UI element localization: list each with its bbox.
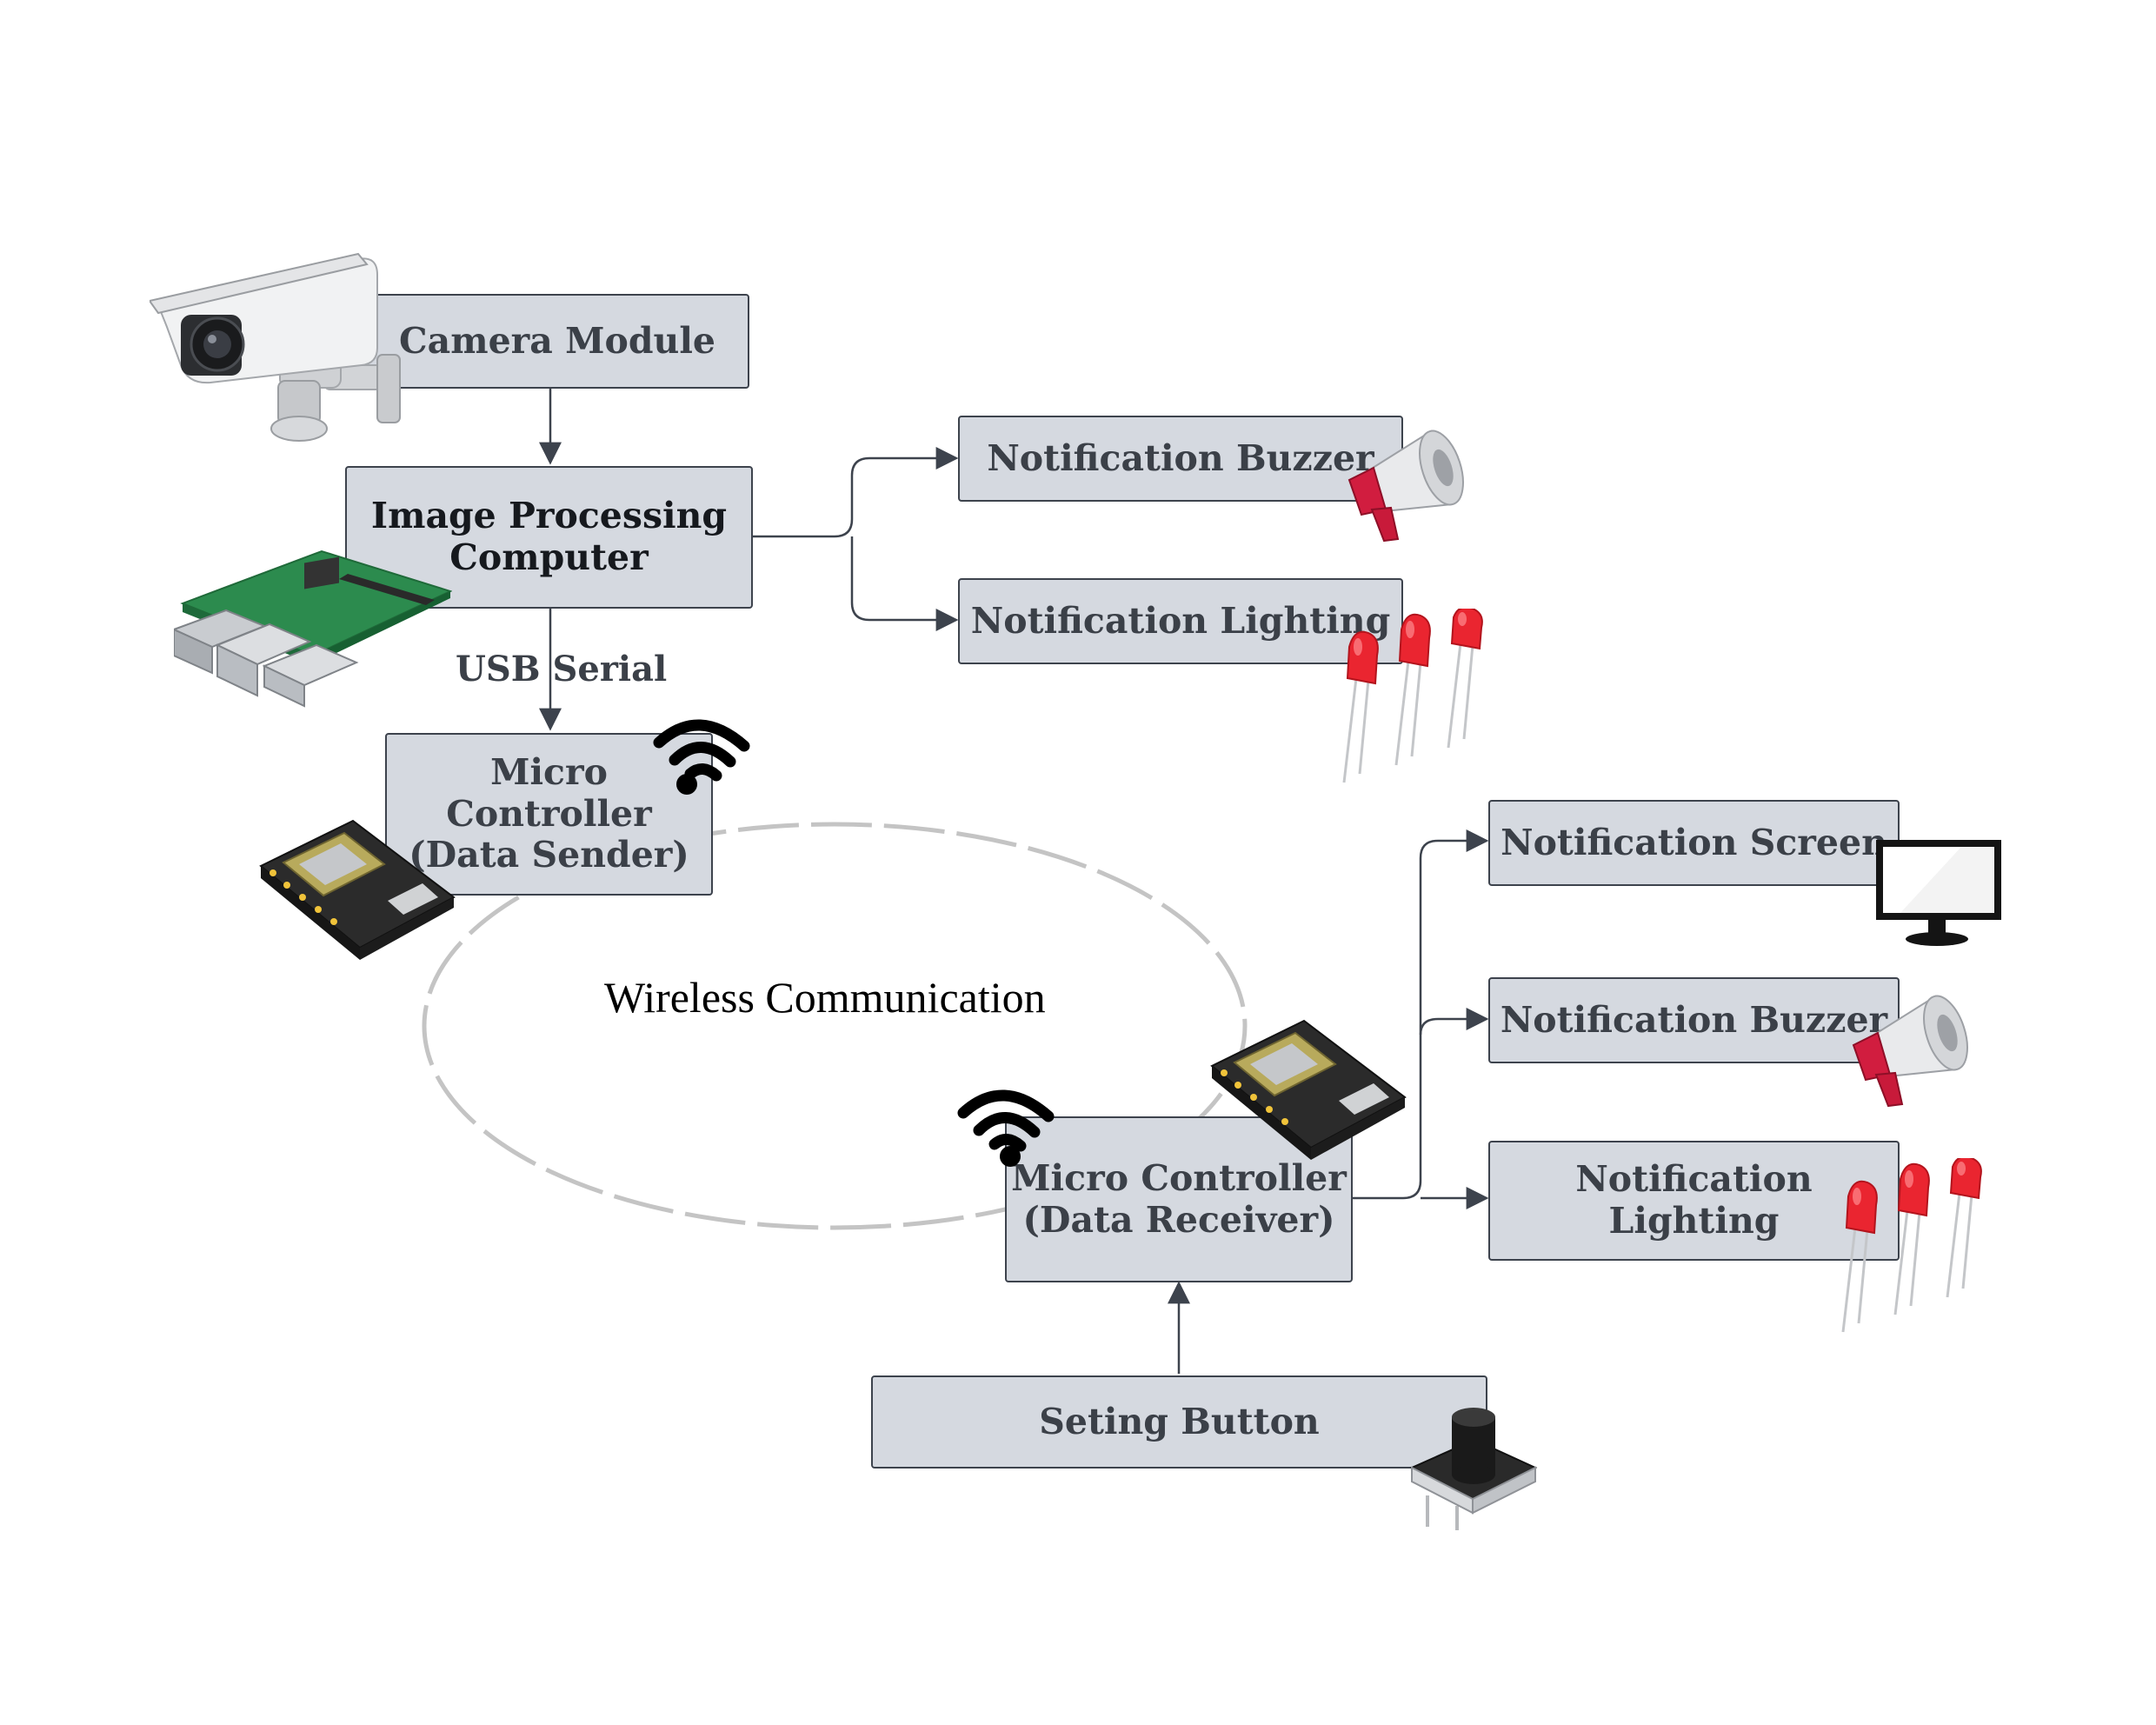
notification-buzzer-bottom-box: Notification Buzzer [1488, 977, 1900, 1063]
monitor-icon [1876, 840, 2001, 946]
wifi-icon [653, 719, 750, 795]
notification-lighting-top-box: Notification Lighting [958, 578, 1403, 664]
edge-receiver-to-screen [1353, 829, 1489, 1200]
setting-button-box: Seting Button [871, 1375, 1487, 1469]
esp-board-icon [259, 819, 456, 960]
image-processing-computer-box: Image Processing Computer [345, 466, 753, 609]
led-icon [1342, 609, 1483, 783]
notification-screen-box: Notification Screen [1488, 800, 1900, 886]
megaphone-icon [1348, 430, 1464, 543]
notification-buzzer-top-box: Notification Buzzer [958, 416, 1403, 502]
camera-icon [150, 252, 401, 442]
edge-computer-to-lighting [850, 536, 959, 631]
camera-module-box: Camera Module [365, 294, 749, 389]
micro-controller-sender-box: Micro Controller (Data Sender) [385, 733, 713, 896]
edge-computer-to-buzzer [753, 447, 959, 538]
megaphone-icon [1852, 995, 1968, 1108]
edge-receiver-to-buzzer [1419, 1008, 1489, 1036]
raspberry-pi-board-icon [174, 549, 452, 708]
led-icon [1841, 1158, 1982, 1333]
wireless-link-ellipse [422, 822, 1248, 1230]
wifi-icon [957, 1089, 1055, 1167]
notification-lighting-bottom-box: Notification Lighting [1488, 1141, 1900, 1261]
usb-serial-label: USB Serial [456, 649, 668, 689]
esp-board-icon [1210, 1019, 1407, 1160]
wireless-communication-label: Wireless Communication [604, 973, 1046, 1022]
push-button-icon [1409, 1408, 1538, 1530]
